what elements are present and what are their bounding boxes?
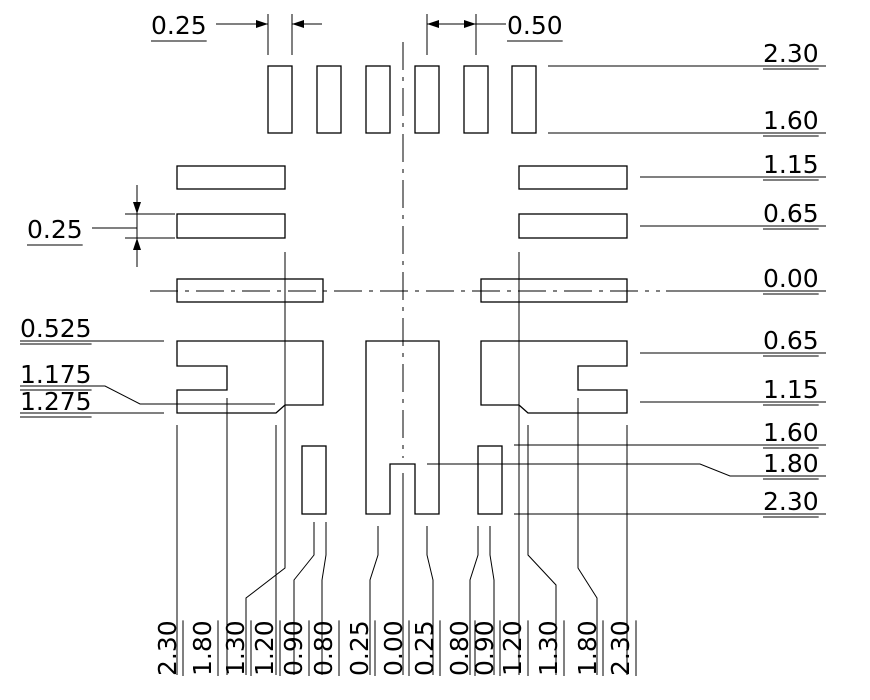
bottom-label: 1.30	[221, 620, 250, 676]
top-dim-025: 0.25	[151, 11, 207, 40]
bottom-label: 0.90	[470, 620, 499, 676]
pad	[480, 340, 628, 414]
pad	[518, 165, 628, 190]
pad	[365, 65, 391, 134]
bottom-label: 1.80	[573, 620, 602, 676]
pad	[301, 445, 327, 515]
left-label: 1.275	[20, 387, 92, 416]
bottom-label: 0.00	[379, 620, 408, 676]
left-labels: 0.525 1.175 1.275	[20, 314, 92, 418]
bottom-label: 0.80	[445, 620, 474, 676]
right-label: 1.60	[763, 106, 819, 135]
bottom-label: 2.30	[606, 620, 635, 676]
right-label: 0.65	[763, 199, 819, 228]
bottom-label: 1.30	[534, 620, 563, 676]
pad	[414, 65, 440, 134]
side-dim-025: 0.25	[27, 215, 83, 244]
right-label: 1.60	[763, 418, 819, 447]
pad	[316, 65, 342, 134]
pad	[477, 445, 503, 515]
bottom-labels: 2.30 1.80 1.30 1.20 0.90 0.80 0.25 0.00 …	[153, 620, 637, 676]
right-label: 1.80	[763, 449, 819, 478]
side-pads	[176, 165, 628, 303]
pad	[176, 213, 286, 239]
bottom-label: 2.30	[153, 620, 182, 676]
bottom-leaders	[176, 252, 628, 675]
right-label: 0.65	[763, 326, 819, 355]
pad	[518, 213, 628, 239]
right-label: 0.00	[763, 264, 819, 293]
center-pad	[365, 340, 440, 515]
pad	[267, 65, 293, 134]
top-pads	[267, 65, 537, 134]
pad	[463, 65, 489, 134]
right-label: 2.30	[763, 487, 819, 516]
lower-pads	[176, 340, 628, 515]
top-dim-050: 0.50	[507, 11, 563, 40]
right-labels: 2.30 1.60 1.15 0.65 0.00 0.65 1.15 1.60 …	[763, 39, 819, 518]
right-label: 1.15	[763, 150, 819, 179]
pad	[176, 278, 324, 303]
bottom-label: 0.80	[309, 620, 338, 676]
bottom-label: 1.20	[498, 620, 527, 676]
pad	[480, 278, 628, 303]
left-label: 1.175	[20, 360, 92, 389]
left-label: 0.525	[20, 314, 92, 343]
right-label: 2.30	[763, 39, 819, 68]
bottom-label: 1.20	[250, 620, 279, 676]
top-dimension	[216, 14, 506, 55]
side-dimension	[92, 185, 175, 267]
bottom-label: 0.90	[279, 620, 308, 676]
bottom-label: 0.25	[410, 620, 439, 676]
pad	[511, 65, 537, 134]
right-leaders	[427, 65, 826, 515]
bottom-label: 1.80	[188, 620, 217, 676]
right-label: 1.15	[763, 375, 819, 404]
pad	[176, 340, 324, 414]
left-leaders	[20, 340, 275, 414]
bottom-label: 0.25	[345, 620, 374, 676]
pad	[176, 165, 286, 190]
